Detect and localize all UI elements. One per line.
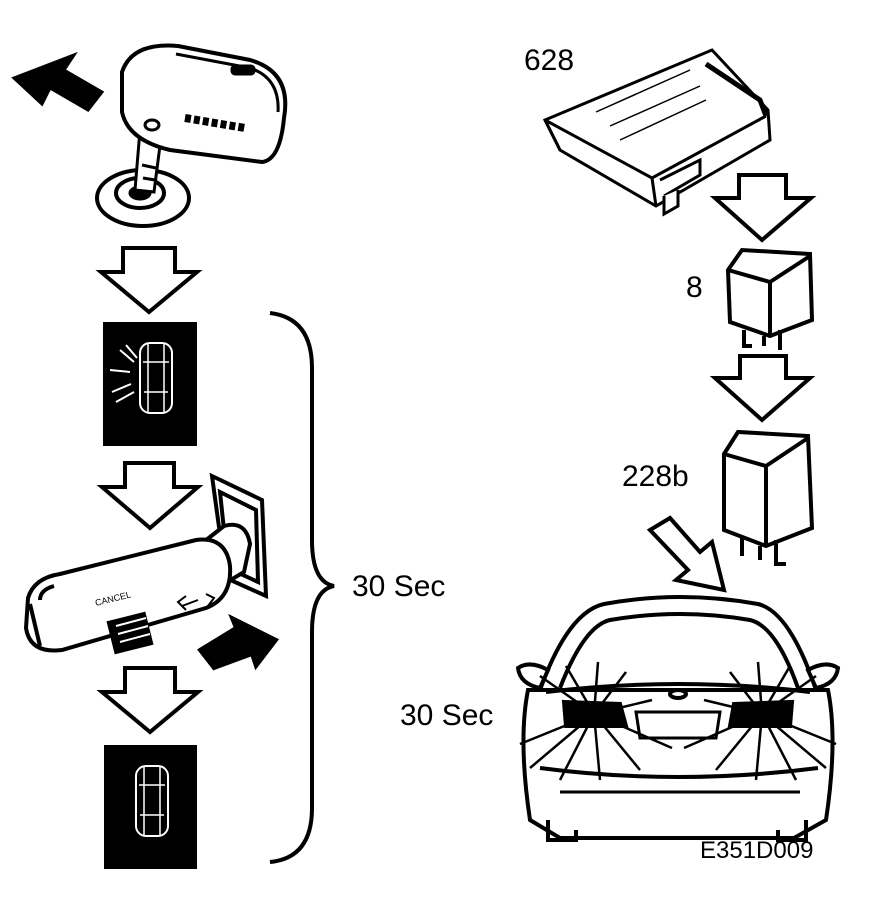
relay-small-icon <box>725 247 815 350</box>
flow-arrow-3-icon <box>96 666 204 735</box>
pull-out-arrow-icon <box>11 51 105 112</box>
flow-arrow-4-icon <box>709 173 817 243</box>
flow-arrow-2-icon <box>96 461 204 531</box>
flow-arrow-5-icon <box>709 354 816 423</box>
duration-bracket <box>269 311 335 864</box>
dashboard-lamp-off-icon <box>104 745 197 869</box>
control-module-icon <box>542 48 772 217</box>
flow-arrow-6-icon <box>646 515 727 593</box>
ignition-key-icon <box>11 43 288 228</box>
relay-large-icon <box>722 429 815 566</box>
push-arrow-icon <box>197 613 280 671</box>
car-front-headlights-icon <box>515 595 841 842</box>
flow-arrow-1-icon <box>95 246 203 315</box>
ecu-label: 628 <box>524 44 574 77</box>
relay-small-label: 8 <box>686 271 703 304</box>
stalk-switch-icon: CANCEL <box>23 472 280 671</box>
headlight-rays <box>519 661 837 781</box>
figure-code: E351D009 <box>700 837 813 864</box>
duration-lights-label: 30 Sec <box>400 699 493 732</box>
duration-bracket-label: 30 Sec <box>352 570 445 603</box>
dashboard-warning-lamp-icon <box>103 322 197 446</box>
relay-large-label: 228b <box>622 460 689 493</box>
